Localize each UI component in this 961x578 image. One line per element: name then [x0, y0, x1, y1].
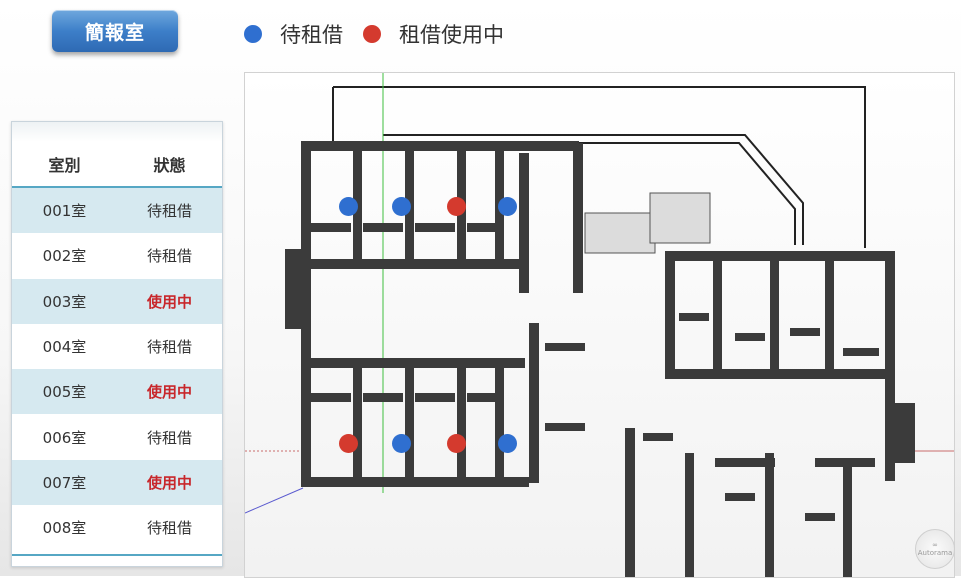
table-top-bar [12, 122, 222, 142]
status-cell: 待租借 [146, 519, 192, 538]
status-cell: 待租借 [146, 202, 192, 221]
status-cell: 待租借 [146, 247, 192, 266]
table-header: 室別 狀態 [12, 142, 222, 188]
room-cell: 002室 [42, 247, 87, 266]
blue-dot-icon [244, 25, 262, 43]
room-cell: 007室 [42, 473, 87, 492]
room-marker-available[interactable] [498, 434, 517, 453]
title-button[interactable]: 簡報室 [52, 10, 178, 52]
brand-logo: ∞ Autorama [915, 529, 955, 569]
red-dot-icon [363, 25, 381, 43]
table-row[interactable]: 004室 待租借 [12, 324, 222, 369]
legend-label: 待租借 [280, 23, 343, 47]
room-marker-available[interactable] [339, 197, 358, 216]
table-row[interactable]: 008室 待租借 [12, 505, 222, 550]
table-row[interactable]: 003室 使用中 [12, 278, 222, 324]
column-header-room: 室別 [48, 156, 81, 175]
status-cell: 待租借 [146, 338, 192, 357]
room-marker-available[interactable] [392, 434, 411, 453]
status-cell: 使用中 [146, 383, 192, 402]
room-cell: 006室 [42, 428, 87, 447]
legend-item-available: 待租借 [244, 19, 343, 49]
column-header-status: 狀態 [153, 156, 186, 175]
room-marker-occupied[interactable] [447, 434, 466, 453]
legend-label: 租借使用中 [399, 23, 504, 47]
logo-text: Autorama [917, 549, 953, 557]
status-cell: 使用中 [146, 473, 192, 492]
table-bottom-rule [12, 554, 222, 556]
status-cell: 使用中 [146, 292, 192, 311]
room-cell: 004室 [42, 338, 87, 357]
room-marker-available[interactable] [498, 197, 517, 216]
legend-item-occupied: 租借使用中 [363, 19, 504, 49]
table-row[interactable]: 006室 待租借 [12, 414, 222, 459]
floor-plan-drawing [245, 73, 954, 577]
table-row[interactable]: 005室 使用中 [12, 369, 222, 415]
table-row[interactable]: 007室 使用中 [12, 459, 222, 506]
room-marker-available[interactable] [392, 197, 411, 216]
status-cell: 待租借 [146, 428, 192, 447]
room-marker-occupied[interactable] [339, 434, 358, 453]
room-cell: 008室 [42, 519, 87, 538]
room-marker-occupied[interactable] [447, 197, 466, 216]
room-cell: 001室 [42, 202, 87, 221]
floor-plan [244, 72, 955, 578]
table-row[interactable]: 001室 待租借 [12, 188, 222, 234]
room-cell: 005室 [42, 383, 87, 402]
infinity-icon: ∞ [932, 541, 938, 549]
table-row[interactable]: 002室 待租借 [12, 233, 222, 278]
legend: 待租借 租借使用中 [244, 19, 524, 49]
room-cell: 003室 [42, 292, 87, 311]
